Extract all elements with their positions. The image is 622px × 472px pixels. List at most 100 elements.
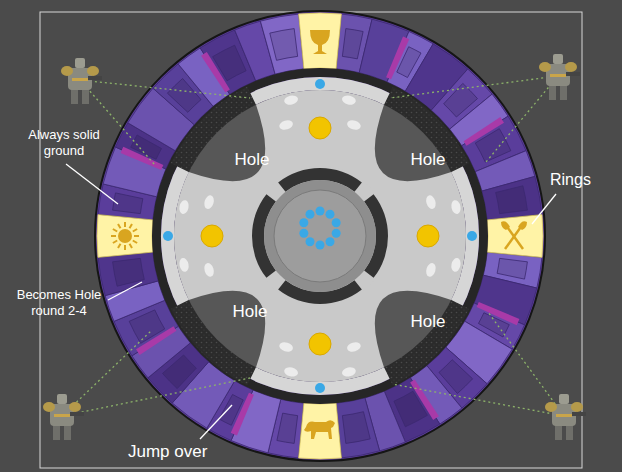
relic-tile xyxy=(97,215,153,258)
plate-dot xyxy=(417,225,439,247)
blue-dot xyxy=(316,241,325,250)
guardian-figure xyxy=(559,394,569,404)
sight-line xyxy=(80,80,155,165)
guardian-figure xyxy=(560,84,567,100)
hole-label: Hole xyxy=(235,150,270,170)
pillar-marker xyxy=(178,199,190,215)
guardian-figure xyxy=(82,88,89,104)
guardian-figure xyxy=(71,88,78,104)
guardian-figure xyxy=(545,402,557,412)
sight-line xyxy=(62,330,152,416)
guardian-figure xyxy=(61,66,73,76)
sight-line xyxy=(486,76,558,162)
pillar-marker xyxy=(450,199,462,215)
magenta-stripe xyxy=(121,147,164,170)
magenta-stripe xyxy=(464,117,504,146)
magenta-stripe xyxy=(410,380,439,420)
callout-label: Always solid ground xyxy=(18,127,110,158)
magenta-stripe xyxy=(231,393,254,436)
sun-icon xyxy=(111,222,139,250)
guardian-figure xyxy=(64,424,71,440)
chalice-icon xyxy=(310,30,330,54)
hole-floor xyxy=(174,90,466,382)
beast-icon xyxy=(304,420,335,439)
sun-icon xyxy=(130,244,133,248)
sight-line xyxy=(392,384,564,416)
blue-dot xyxy=(316,207,325,216)
blue-dot xyxy=(299,229,308,238)
arena xyxy=(95,11,545,461)
ring-tile xyxy=(336,398,379,458)
pillar-marker xyxy=(278,119,294,132)
tile-inset xyxy=(497,258,527,279)
blue-dot xyxy=(332,218,341,227)
guardian-figure xyxy=(61,58,102,104)
pillar-marker xyxy=(425,194,438,210)
sun-icon xyxy=(124,222,126,227)
blue-dot xyxy=(325,210,334,219)
blue-dot xyxy=(325,237,334,246)
guardian-figure xyxy=(72,78,88,81)
tile-inset xyxy=(496,186,528,214)
center-floor xyxy=(264,180,376,292)
center-platform xyxy=(250,166,390,306)
callout-label: Jump over xyxy=(128,442,207,462)
sun-icon xyxy=(113,229,117,232)
hole-label: Hole xyxy=(411,312,446,332)
guardian-figure xyxy=(69,402,81,412)
guardian-figure xyxy=(566,424,573,440)
guardian-figure xyxy=(565,62,577,72)
plate-dot xyxy=(309,117,331,139)
frame xyxy=(40,12,582,468)
pillar-marker xyxy=(450,257,462,273)
guardian-figure xyxy=(545,394,586,440)
sun-icon xyxy=(124,245,126,250)
pillar-marker xyxy=(283,366,299,378)
sun-icon xyxy=(130,224,133,228)
guardian-figure xyxy=(539,54,580,100)
pillar-marker xyxy=(341,94,357,106)
guardian-figure xyxy=(88,76,102,80)
sun-icon xyxy=(133,229,137,232)
blue-marker xyxy=(467,231,477,241)
leader-line xyxy=(108,282,142,300)
guardian-figure xyxy=(572,412,586,416)
sun-icon xyxy=(118,224,121,228)
sun-icon xyxy=(113,241,117,244)
hole-label: Hole xyxy=(233,302,268,322)
ring-tile xyxy=(482,176,542,219)
guardian-figure xyxy=(555,424,562,440)
guardian-figure xyxy=(43,394,84,440)
plate-dot xyxy=(201,225,223,247)
guardian-figure xyxy=(43,402,55,412)
guardian-figure xyxy=(571,402,583,412)
sun-icon xyxy=(133,241,137,244)
blue-marker xyxy=(163,231,173,241)
callout-label: Becomes Hole round 2-4 xyxy=(6,287,112,318)
pillar-marker xyxy=(203,262,216,278)
sun-icon xyxy=(118,229,132,243)
ring-tiles xyxy=(97,13,543,459)
callout-label: Rings xyxy=(550,170,591,189)
relic-tile xyxy=(299,13,342,69)
sun-icon xyxy=(111,235,116,237)
sun-icon xyxy=(118,244,121,248)
blue-marker xyxy=(315,383,325,393)
pillar-marker xyxy=(283,94,299,106)
cross-platform xyxy=(174,90,466,382)
leader-line xyxy=(532,194,556,224)
center-disc xyxy=(274,190,366,282)
magenta-stripe xyxy=(477,302,520,325)
guardian-figures xyxy=(43,54,586,440)
relic-icons xyxy=(111,30,527,439)
guardian-figure xyxy=(553,54,563,64)
guardian-figure xyxy=(70,412,84,416)
blue-dot xyxy=(306,210,315,219)
sight-line xyxy=(62,378,250,416)
sight-line xyxy=(488,312,564,416)
guardian-figure xyxy=(57,394,67,404)
guardian-figure xyxy=(87,66,99,76)
axes-icon xyxy=(518,221,527,230)
